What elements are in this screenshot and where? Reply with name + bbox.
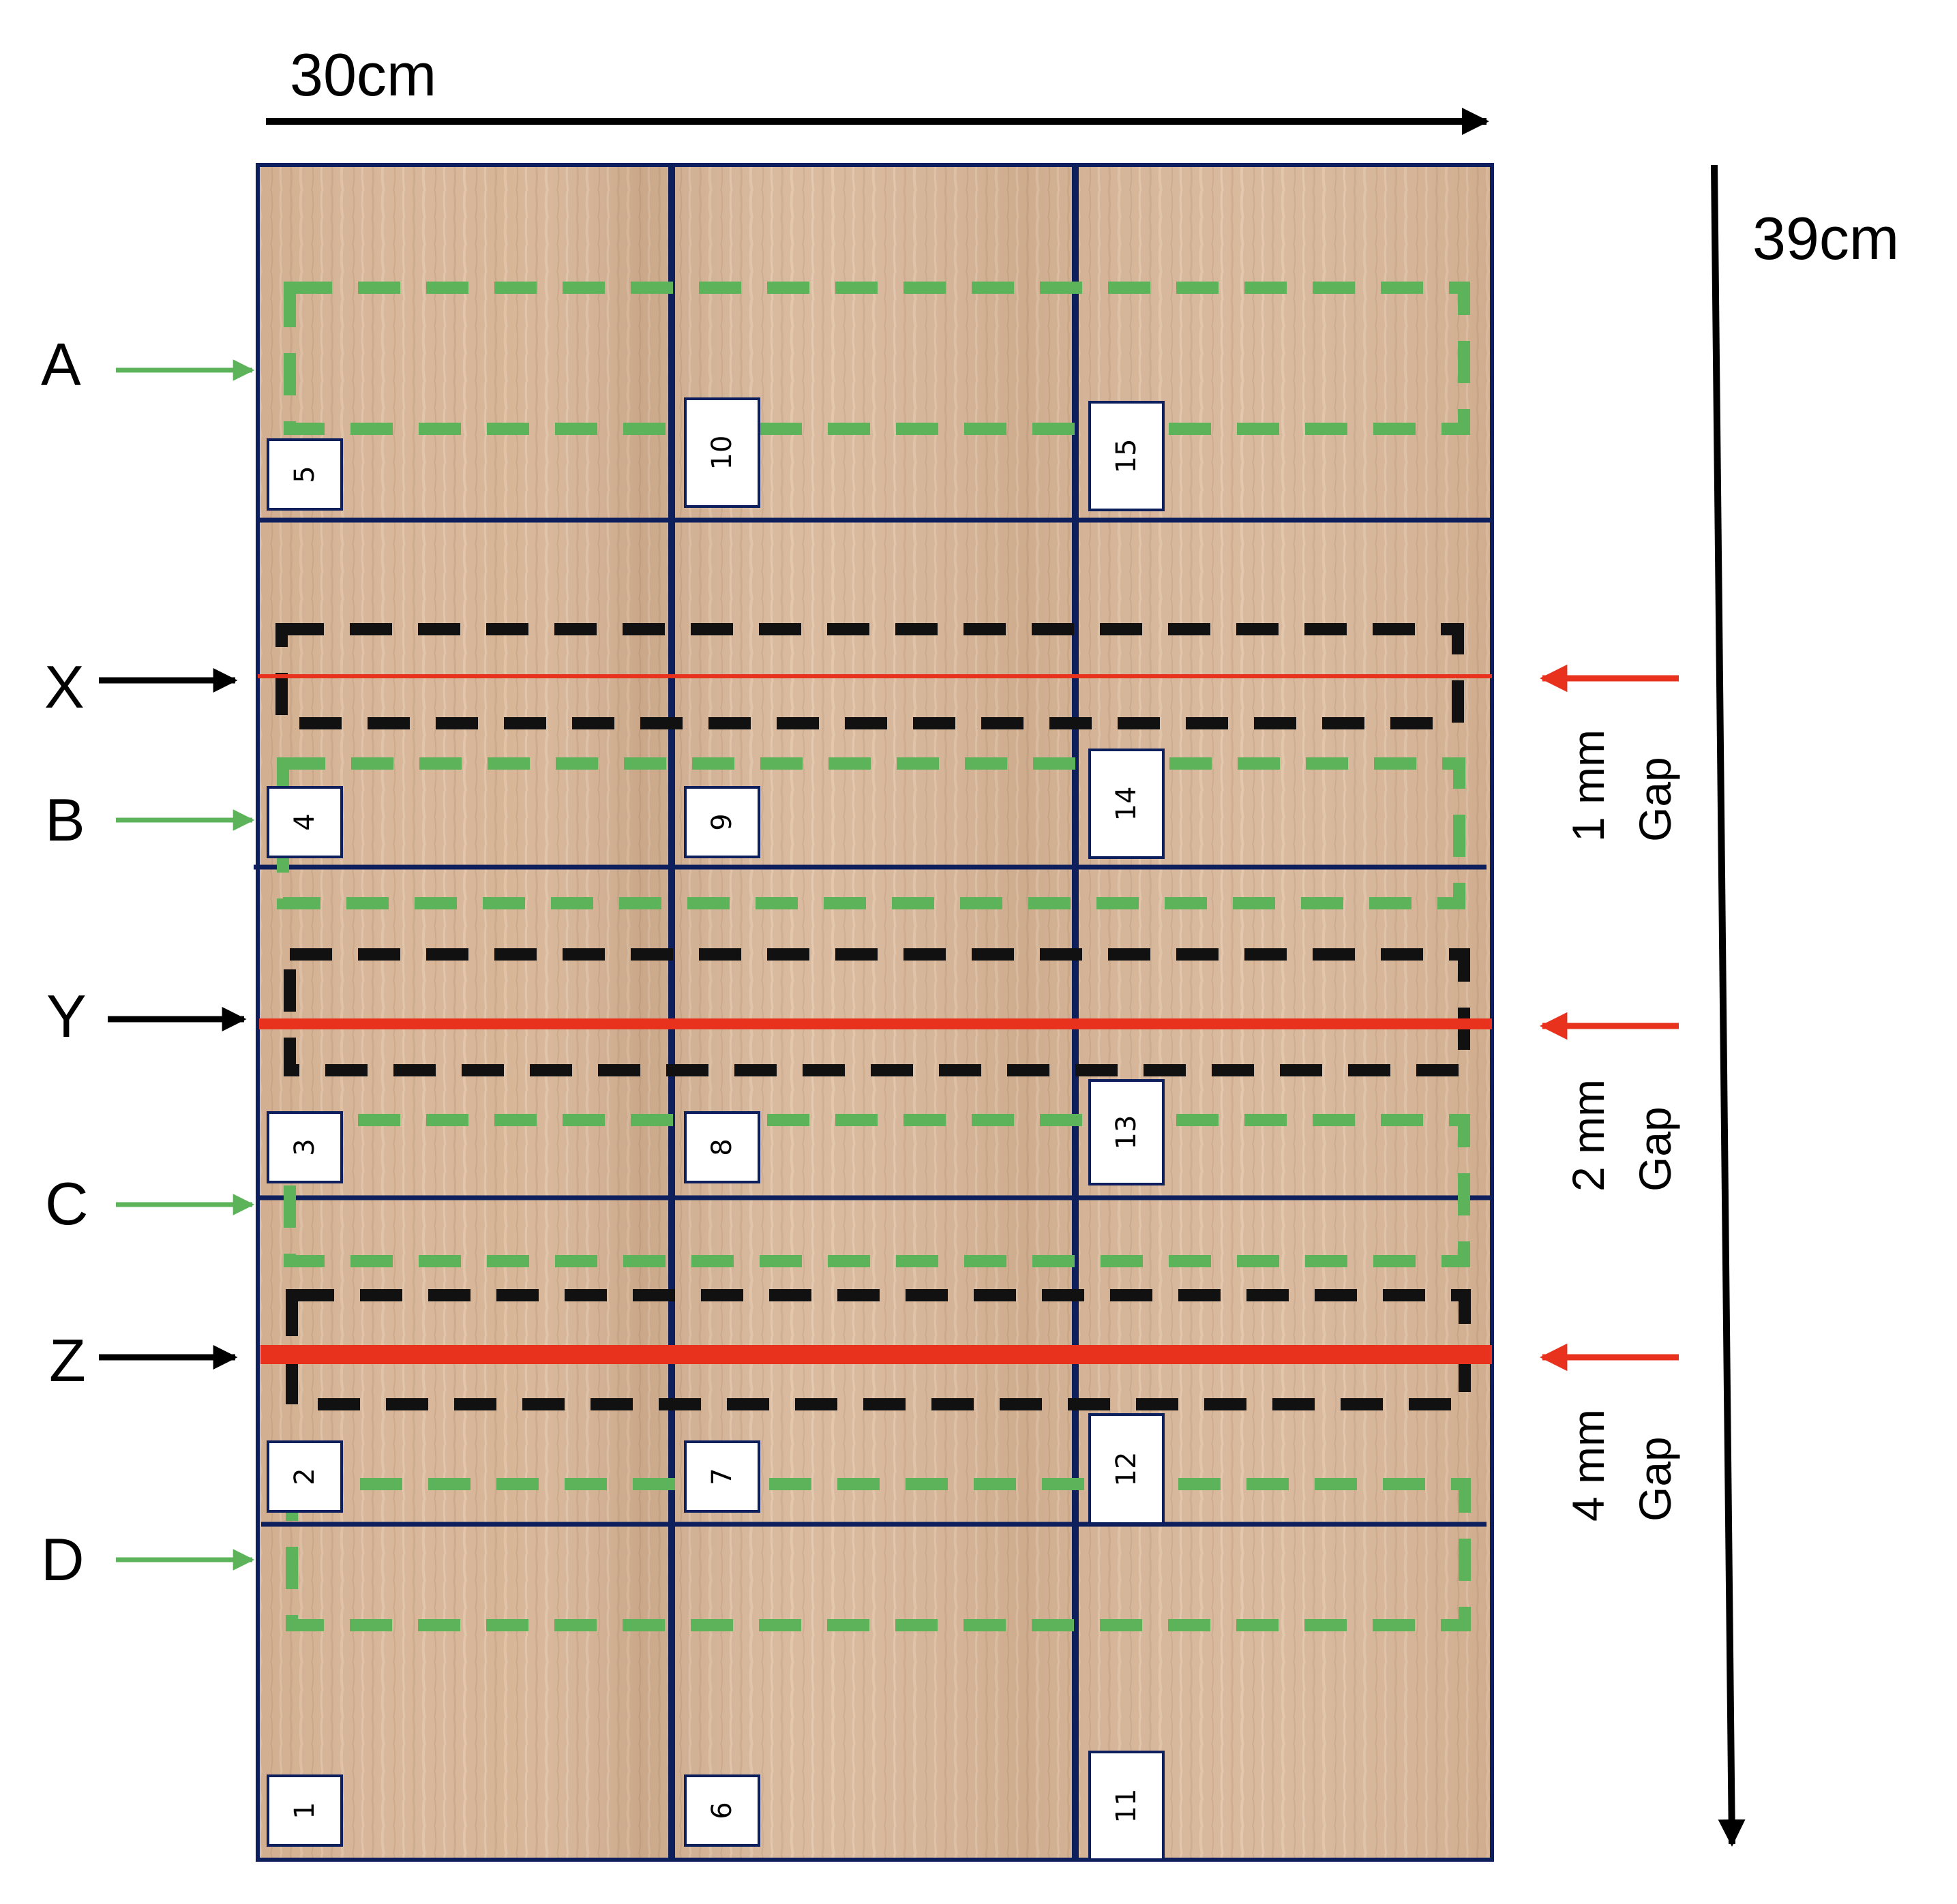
tag-6: 6 — [684, 1774, 760, 1847]
specimen-labels: A B C D — [41, 331, 255, 1593]
gap-word-3: Gap — [1630, 1436, 1680, 1522]
svg-text:8: 8 — [706, 1138, 738, 1155]
tag-8: 8 — [684, 1111, 760, 1183]
board-tags: 1 2 3 4 5 6 7 8 9 10 11 12 13 14 15 — [267, 397, 1165, 1861]
joint-labels: X Y Z — [44, 653, 247, 1394]
tag-4: 4 — [267, 786, 343, 858]
svg-text:1: 1 — [289, 1802, 320, 1819]
height-dimension-label: 39cm — [1752, 205, 1899, 272]
joint-box-y — [284, 948, 1470, 1076]
svg-text:13: 13 — [1111, 1115, 1142, 1150]
board-grid — [254, 163, 1494, 1862]
specimen-box-d — [286, 1478, 1471, 1631]
joint-label-y: Y — [46, 982, 87, 1050]
tag-2: 2 — [267, 1440, 343, 1513]
gap-value-3: 4 mm — [1563, 1409, 1613, 1522]
specimen-label-b: B — [45, 786, 85, 853]
gap-word-2: Gap — [1630, 1106, 1680, 1192]
tag-7: 7 — [684, 1440, 760, 1513]
svg-text:3: 3 — [289, 1138, 320, 1155]
tag-9: 9 — [684, 786, 760, 858]
svg-text:4: 4 — [289, 813, 320, 830]
tag-5: 5 — [267, 438, 343, 511]
tag-11: 11 — [1088, 1751, 1165, 1861]
tag-1: 1 — [267, 1774, 343, 1847]
tag-10: 10 — [684, 397, 760, 508]
gap-value-1: 1 mm — [1563, 729, 1613, 842]
specimen-label-c: C — [45, 1170, 89, 1237]
svg-text:14: 14 — [1111, 787, 1142, 821]
specimen-box-a — [284, 282, 1470, 435]
svg-text:5: 5 — [289, 466, 320, 483]
svg-text:10: 10 — [706, 436, 738, 470]
svg-text:12: 12 — [1111, 1452, 1142, 1487]
joint-label-z: Z — [49, 1327, 86, 1394]
tag-13: 13 — [1088, 1079, 1165, 1185]
tag-15: 15 — [1088, 401, 1165, 511]
height-dimension-arrow — [1711, 164, 1746, 1847]
svg-text:6: 6 — [706, 1802, 738, 1819]
svg-text:7: 7 — [706, 1468, 738, 1485]
svg-text:11: 11 — [1111, 1789, 1142, 1824]
tag-12: 12 — [1088, 1413, 1165, 1525]
tag-3: 3 — [267, 1111, 343, 1183]
gap-value-2: 2 mm — [1563, 1079, 1613, 1192]
wood-panel-shading — [258, 165, 1492, 1860]
tag-14: 14 — [1088, 749, 1165, 859]
gap-labels: 1 mm Gap 2 mm Gap 4 mm Gap — [1539, 664, 1680, 1522]
specimen-label-d: D — [41, 1526, 85, 1593]
gap-word-1: Gap — [1630, 757, 1680, 842]
joint-label-x: X — [44, 653, 85, 721]
specimen-box-c — [284, 1114, 1470, 1267]
specimen-label-a: A — [41, 331, 81, 398]
svg-text:2: 2 — [289, 1468, 320, 1485]
svg-text:9: 9 — [706, 813, 738, 830]
svg-text:15: 15 — [1111, 439, 1142, 474]
width-dimension-label: 30cm — [290, 41, 436, 108]
